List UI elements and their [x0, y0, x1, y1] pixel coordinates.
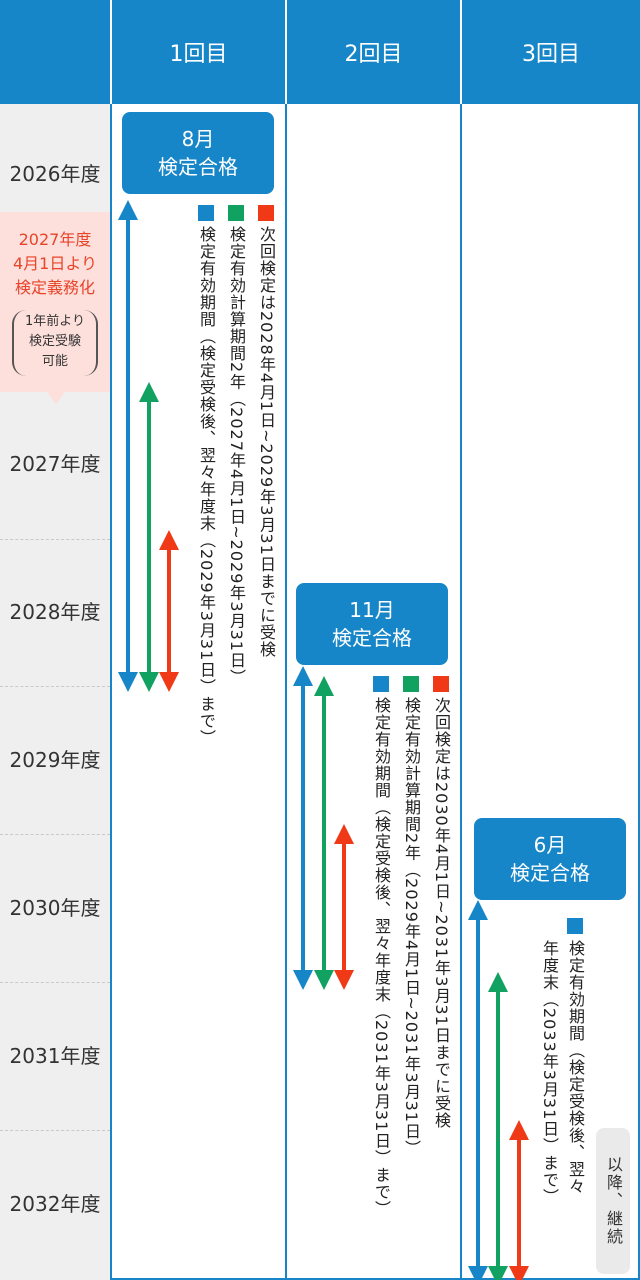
text-next-exam: 次回検定は2030年4月1日~2031年3月31日までに受検 [432, 697, 451, 1129]
text-valid-period: 検定有効期間（検定受検後、翌々年度末（2033年3月31日）まで） [540, 940, 585, 1206]
legend-valid-marker [198, 205, 214, 221]
mandatory-note-parentheses [12, 310, 98, 376]
pass-box-round-2: 11月 検定合格 [296, 583, 448, 665]
legend-calc-marker [228, 205, 244, 221]
continue-after-box: 以降、継続 [596, 1128, 630, 1274]
header-round-2-label: 2回目 [344, 42, 403, 67]
pass-label: 検定合格 [158, 155, 238, 179]
year-label-2028: 2028年度 [9, 600, 101, 624]
legend-next-marker [258, 205, 274, 221]
header-round-1: 1回目 [112, 0, 285, 104]
year-label-2029: 2029年度 [9, 748, 101, 772]
year-divider [0, 982, 110, 983]
legend-next-marker [433, 676, 449, 692]
text-calc-period: 検定有効計算期間2年（2029年4月1日~2031年3月31日） [402, 697, 421, 1157]
header-round-3-label: 3回目 [522, 42, 580, 67]
header-round-2: 2回目 [287, 0, 460, 104]
pass-month: 11月 [349, 598, 395, 622]
year-divider [0, 539, 110, 540]
year-divider [0, 834, 110, 835]
column-divider [285, 104, 287, 1280]
year-label-2026: 2026年度 [9, 162, 101, 186]
year-label-2032: 2032年度 [9, 1192, 101, 1216]
text-valid-period: 検定有効期間（検定受検後、翌々年度末（2029年3月31日）まで） [197, 226, 216, 747]
header-round-1-label: 1回目 [169, 42, 228, 67]
text-next-exam: 次回検定は2028年4月1日~2029年3月31日までに受検 [257, 226, 276, 658]
year-label-2031: 2031年度 [9, 1044, 101, 1068]
pass-box-round-1: 8月 検定合格 [122, 112, 274, 194]
legend-calc-marker [403, 676, 419, 692]
header-round-3: 3回目 [462, 0, 640, 104]
text-calc-period: 検定有効計算期間2年（2027年4月1日~2029年3月31日） [227, 226, 246, 686]
column-divider [638, 104, 640, 1280]
legend-valid-marker [373, 676, 389, 692]
legend-valid-marker [567, 918, 583, 934]
header-blank-cell [0, 0, 110, 104]
mandatory-note-pointer [47, 392, 65, 404]
pass-month: 8月 [181, 127, 215, 151]
year-label-2027: 2027年度 [9, 452, 101, 476]
year-divider [0, 1130, 110, 1131]
column-divider [460, 104, 462, 1280]
pass-month: 6月 [533, 833, 567, 857]
column-divider [110, 104, 112, 1280]
mandatory-note-title: 2027年度 4月1日より 検定義務化 [12, 230, 98, 297]
year-label-2030: 2030年度 [9, 896, 101, 920]
mandatory-note-sub: 1年前より 検定受験 可能 [24, 314, 85, 369]
text-valid-period: 検定有効期間（検定受検後、翌々年度末（2031年3月31日）まで） [372, 697, 391, 1218]
bottom-border [110, 1278, 640, 1280]
pass-label: 検定合格 [510, 861, 590, 885]
year-divider [0, 686, 110, 687]
pass-box-round-3: 6月 検定合格 [474, 818, 626, 900]
pass-label: 検定合格 [332, 626, 412, 650]
